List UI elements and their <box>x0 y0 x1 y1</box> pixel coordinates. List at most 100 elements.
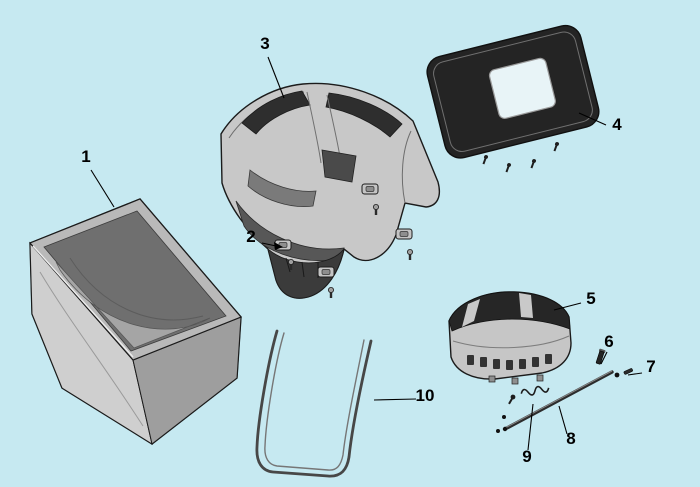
part-label-9: 9 <box>522 447 531 466</box>
screw-head <box>406 248 413 255</box>
panel-screw <box>505 163 511 173</box>
housing-light-stripe-1 <box>462 299 480 327</box>
panel-screw <box>482 155 488 165</box>
screw-shaft <box>408 254 412 260</box>
wire-outer <box>255 329 373 478</box>
bag-rim-highlight <box>32 245 134 358</box>
screw-head <box>507 163 511 167</box>
screw-shaft <box>530 162 535 169</box>
clip-screw <box>287 258 294 270</box>
screw-shaft <box>505 166 510 173</box>
bag-interior-floor <box>55 261 211 349</box>
pin-part-6 <box>595 348 606 365</box>
vent-slot <box>519 359 526 369</box>
rod-body <box>503 370 614 431</box>
housing-mid-line <box>452 335 570 349</box>
screw-shaft <box>482 158 487 165</box>
cover-hinge-patch <box>321 149 357 183</box>
callout-labels: 1 2 3 4 5 6 7 8 9 10 <box>81 34 655 466</box>
part-label-6: 6 <box>604 332 613 351</box>
part-label-4: 4 <box>612 115 622 134</box>
housing-vents <box>467 354 552 370</box>
rod-highlight <box>504 370 613 429</box>
housing-light-stripe-2 <box>519 293 533 318</box>
clip-slot <box>365 186 375 192</box>
clip-screw <box>372 203 379 215</box>
screw-head <box>484 155 488 159</box>
housing-tab <box>536 374 544 382</box>
part-label-1: 1 <box>81 147 90 166</box>
wire-frame-part-10 <box>255 329 373 478</box>
cover-arm-fold-line <box>401 130 412 204</box>
part-label-10: 10 <box>416 386 435 405</box>
spring-coil <box>520 385 550 396</box>
leader-line-3 <box>267 56 285 99</box>
part-label-7: 7 <box>646 357 655 376</box>
screw-head <box>287 258 294 265</box>
fastener-dot <box>502 415 506 419</box>
grass-catcher-bag-part-1 <box>28 198 243 446</box>
part-label-8: 8 <box>566 429 575 448</box>
vent-slot <box>532 357 539 367</box>
fastener-dot <box>496 429 500 433</box>
clip-screw <box>327 286 334 298</box>
screw-head <box>372 203 379 210</box>
leader-line-10 <box>373 398 417 401</box>
part-label-5: 5 <box>586 289 595 308</box>
screw-shaft <box>623 368 633 375</box>
clip-fastener <box>361 183 379 195</box>
wire-inner <box>264 332 365 471</box>
clip-screw <box>406 248 413 260</box>
bag-interior-fold-line <box>69 257 204 321</box>
cover-ridge-line-1 <box>306 91 322 164</box>
clip-slot <box>399 231 409 237</box>
spring-hardware-part-9 <box>496 385 550 433</box>
leader-line-2 <box>261 242 277 247</box>
panel-screw <box>553 142 559 152</box>
leader-line-6 <box>600 351 608 365</box>
vent-slot <box>480 357 487 367</box>
screw-shaft <box>508 398 513 405</box>
vent-slot <box>493 359 500 369</box>
screw-head <box>555 142 559 146</box>
pin-shaft <box>595 350 605 365</box>
panel-rotated-group <box>426 24 600 159</box>
screw-head <box>510 394 516 400</box>
screw-shaft <box>289 264 293 270</box>
screw-shaft-group <box>623 368 633 375</box>
screw-shaft <box>374 209 378 215</box>
leader-line-7 <box>627 372 643 376</box>
panel-screw <box>530 159 536 169</box>
clip-slot <box>321 269 331 275</box>
panel-opening <box>488 57 556 119</box>
bag-crease-line <box>39 271 144 427</box>
callout-leader-lines <box>90 56 643 451</box>
rear-panel-part-4 <box>426 24 600 173</box>
leader-line-9 <box>527 403 534 451</box>
leader-line-4 <box>578 112 607 126</box>
part-label-3: 3 <box>260 34 269 53</box>
clip-fastener <box>395 228 413 240</box>
bag-opening-cavity <box>43 210 227 352</box>
lower-housing-part-5 <box>448 291 572 385</box>
screw-shaft <box>553 145 558 152</box>
screw-shaft <box>329 292 333 298</box>
housing-tab <box>488 375 496 383</box>
screw-head <box>614 372 620 378</box>
vent-slot <box>545 354 552 364</box>
part-label-2: 2 <box>246 227 255 246</box>
rod-part-8 <box>502 370 614 432</box>
panel-edge-highlight <box>433 31 593 153</box>
cover-recess <box>247 169 317 207</box>
leader-line-1 <box>90 169 115 208</box>
leader-line-8 <box>558 405 568 435</box>
cover-dark-stripe-right <box>325 92 403 138</box>
screw-head <box>532 159 536 163</box>
clip-fastener <box>317 266 335 278</box>
small-screw <box>508 394 516 405</box>
screw-head <box>327 286 334 293</box>
housing-tab <box>511 377 519 385</box>
leader-arrowhead-2 <box>274 242 283 250</box>
